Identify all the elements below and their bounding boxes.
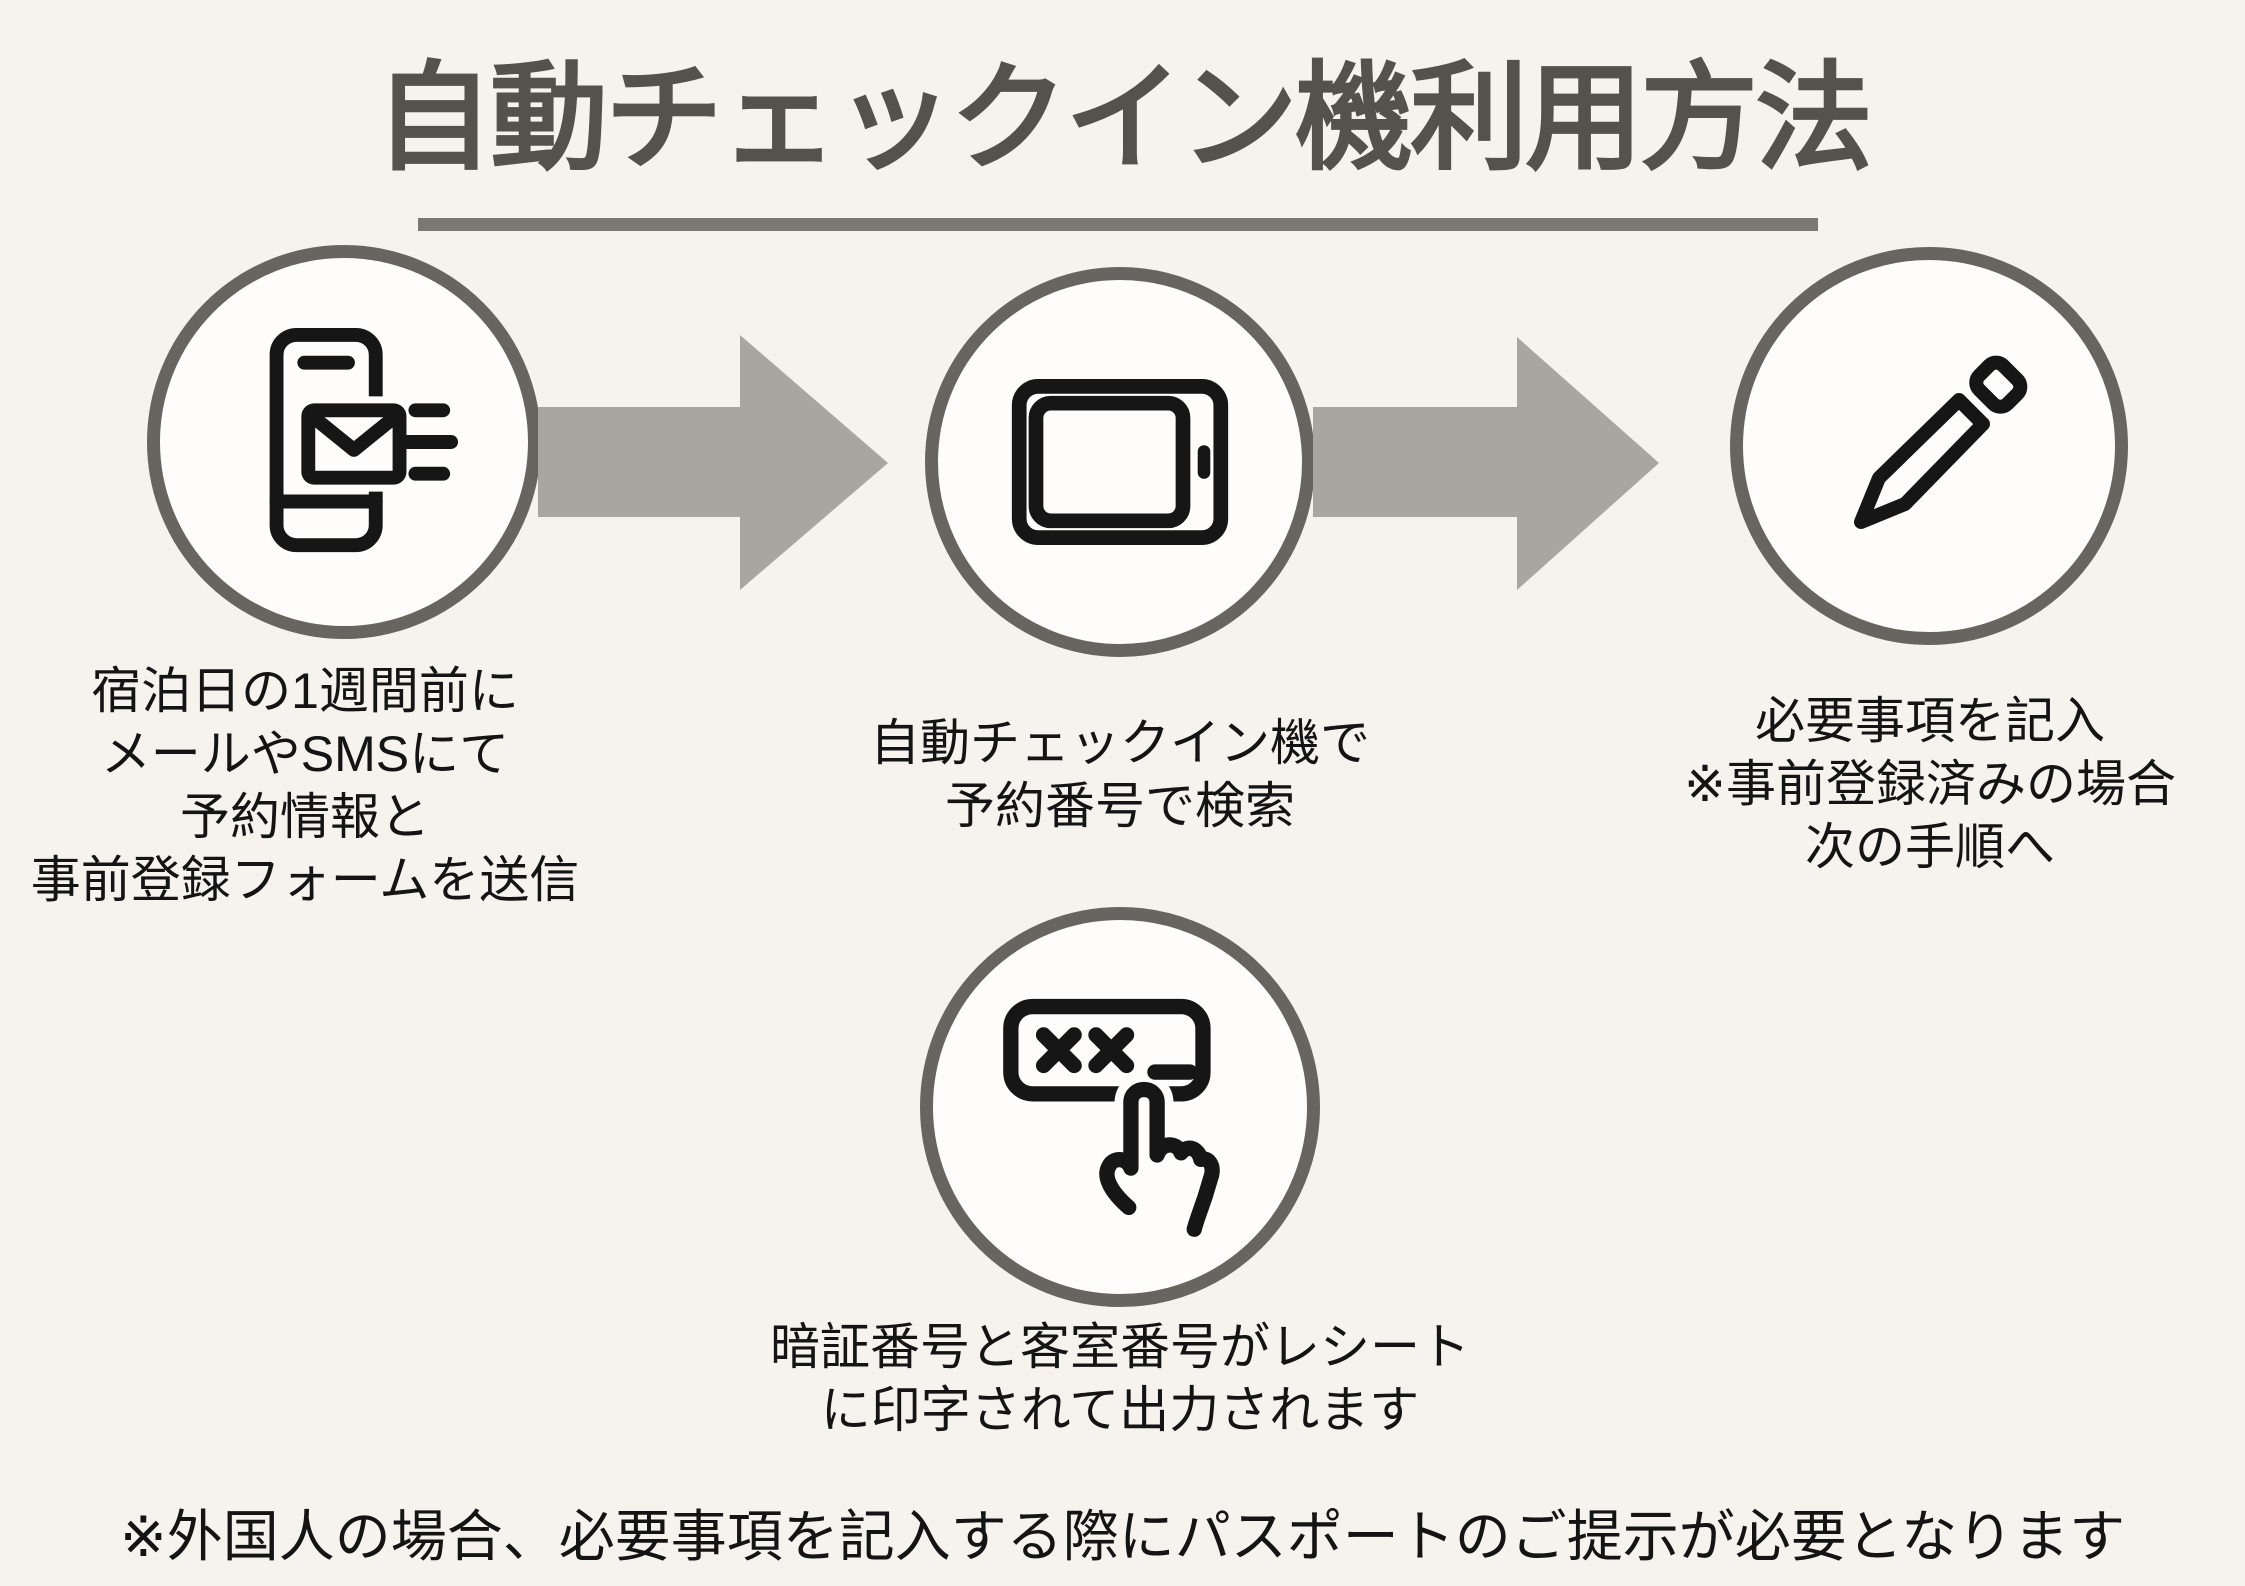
caption-line: 次の手順へ bbox=[1805, 819, 2055, 875]
step3-circle bbox=[1730, 247, 2128, 645]
caption-line: 必要事項を記入 bbox=[1755, 693, 2105, 749]
caption-line: 宿泊日の1週間前に bbox=[91, 663, 519, 719]
caption-line: 自動チェックイン機で bbox=[870, 715, 1370, 771]
footer-note: ※外国人の場合、必要事項を記入する際にパスポートのご提示が必要となります bbox=[119, 1505, 2126, 1568]
step1-circle bbox=[147, 245, 541, 639]
pin-x-1 bbox=[1035, 1027, 1082, 1074]
pin-pad bbox=[1003, 998, 1211, 1102]
step1-caption: 宿泊日の1週間前に メールやSMSにて 予約情報と 事前登録フォームを送信 bbox=[5, 660, 605, 912]
caption-line: ※事前登録済みの場合 bbox=[1684, 756, 2176, 812]
envelope bbox=[301, 403, 407, 485]
envelope-flap bbox=[305, 409, 403, 457]
arrow-right-icon bbox=[1313, 337, 1659, 590]
tablet-icon bbox=[1011, 379, 1229, 545]
caption-line: に印字されて出力されます bbox=[820, 1382, 1420, 1438]
tablet-body bbox=[1011, 379, 1229, 545]
page-title: 自動チェックイン機利用方法 bbox=[374, 53, 1873, 185]
arrow-right-icon bbox=[538, 335, 888, 590]
arrow-shape bbox=[1313, 337, 1659, 590]
caption-line: 予約番号で検索 bbox=[945, 778, 1295, 834]
pencil-cap bbox=[1969, 355, 2028, 414]
caption-line: 事前登録フォームを送信 bbox=[30, 852, 580, 908]
caption-line: メールやSMSにて bbox=[100, 726, 510, 782]
pin-x-2 bbox=[1088, 1027, 1135, 1074]
step4-circle bbox=[920, 907, 1320, 1307]
step2-circle bbox=[925, 267, 1315, 657]
step3-caption: 必要事項を記入 ※事前登録済みの場合 次の手順へ bbox=[1645, 690, 2215, 879]
tablet-screen bbox=[1028, 395, 1191, 529]
pencil-body bbox=[1854, 393, 1990, 529]
pointing-hand bbox=[1099, 1082, 1220, 1237]
step2-caption: 自動チェックイン機で 予約番号で検索 bbox=[840, 712, 1400, 838]
caption-line: 暗証番号と客室番号がレシート bbox=[770, 1319, 1470, 1375]
tablet-home-button bbox=[1197, 445, 1211, 479]
arrow-shape bbox=[538, 335, 888, 590]
title-underline bbox=[418, 218, 1818, 231]
pencil-icon bbox=[1854, 355, 2028, 529]
pin-entry-icon bbox=[1003, 998, 1229, 1238]
step4-caption: 暗証番号と客室番号がレシート に印字されて出力されます bbox=[720, 1316, 1520, 1442]
phone-mail-icon bbox=[269, 327, 459, 553]
caption-line: 予約情報と bbox=[180, 789, 430, 845]
